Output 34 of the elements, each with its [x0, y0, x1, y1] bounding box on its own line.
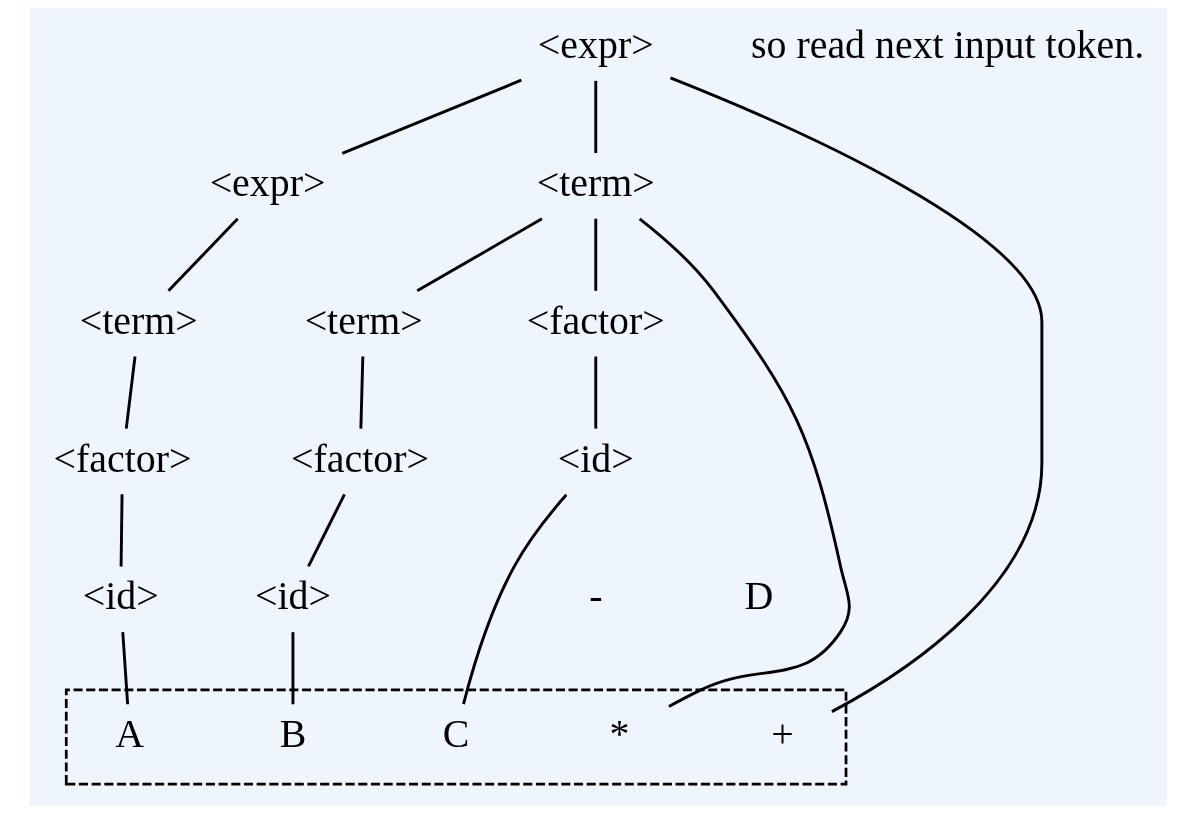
connector	[341, 78, 522, 155]
label: so read next input token.	[750, 22, 1144, 68]
connector	[124, 356, 136, 429]
connector	[638, 217, 851, 708]
node-text: +	[770, 711, 794, 757]
node-text: <term>	[79, 297, 198, 343]
node-text: <expr>	[537, 22, 654, 68]
connector	[669, 76, 1043, 713]
node-text: <factor>	[290, 435, 429, 481]
connector	[119, 494, 123, 567]
node-text: <factor>	[53, 435, 191, 481]
connector	[593, 80, 597, 153]
node-text: <factor>	[526, 297, 665, 343]
node-text: <term>	[304, 297, 423, 343]
node-text: <id>	[557, 435, 634, 481]
node-text: <expr>	[209, 159, 325, 205]
connector	[166, 217, 239, 292]
connector	[461, 493, 567, 705]
node-text: <id>	[82, 573, 159, 619]
node-text: <term>	[536, 159, 655, 205]
node-text: <id>	[254, 573, 331, 619]
label: D	[744, 573, 773, 619]
connector	[593, 218, 597, 291]
node-text: A	[114, 711, 144, 757]
connector	[291, 632, 294, 705]
connector	[358, 356, 364, 429]
node-text: B	[279, 711, 306, 757]
connector	[593, 356, 597, 429]
connector	[306, 493, 346, 568]
connector	[416, 217, 543, 293]
node-text: *	[608, 711, 629, 757]
label: -	[588, 573, 602, 619]
node-text: C	[442, 711, 469, 757]
cluster	[64, 688, 847, 786]
